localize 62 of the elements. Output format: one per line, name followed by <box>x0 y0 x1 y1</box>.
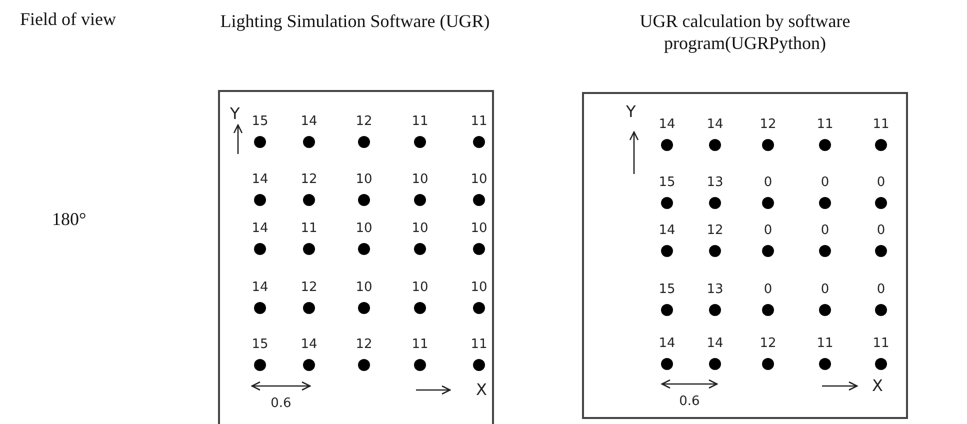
grid-value: 0 <box>764 175 772 190</box>
axis-label: Y <box>626 102 636 121</box>
grid-value: 14 <box>658 117 676 132</box>
grid-value: 10 <box>470 172 488 187</box>
grid-value: 0 <box>820 175 830 190</box>
grid-value: 14 <box>300 337 318 352</box>
grid-value: 14 <box>252 280 268 295</box>
grid-value: 11 <box>872 117 890 132</box>
grid-panel <box>218 90 494 424</box>
grid-value: 14 <box>706 117 724 132</box>
grid-value: 0 <box>820 223 830 238</box>
grid-value: 11 <box>470 337 488 352</box>
axis-label: X <box>476 380 487 399</box>
grid-value: 12 <box>356 114 372 129</box>
grid-value: 14 <box>658 223 676 238</box>
grid-value: 11 <box>816 117 834 132</box>
grid-panel <box>582 92 908 419</box>
grid-value: 14 <box>706 336 724 351</box>
grid-value: 10 <box>356 280 372 295</box>
grid-value: 11 <box>300 221 318 236</box>
grid-value: 12 <box>760 117 776 132</box>
grid-value: 13 <box>706 175 724 190</box>
grid-value: 0 <box>876 223 886 238</box>
grid-value: 10 <box>356 172 372 187</box>
dimension-value: 0.6 <box>679 394 700 409</box>
axis-label: X <box>872 376 883 395</box>
grid-value: 11 <box>816 336 834 351</box>
grid-value: 14 <box>658 336 676 351</box>
grid-value: 15 <box>252 337 268 352</box>
grid-value: 10 <box>412 280 428 295</box>
grid-value: 15 <box>658 175 676 190</box>
grid-value: 15 <box>658 282 676 297</box>
grid-value: 0 <box>764 223 772 238</box>
grid-value: 10 <box>470 280 488 295</box>
grid-value: 12 <box>356 337 372 352</box>
grid-value: 10 <box>470 221 488 236</box>
grid-value: 12 <box>760 336 776 351</box>
column-heading: Field of view <box>20 8 116 30</box>
grid-value: 10 <box>412 221 428 236</box>
dimension-value: 0.6 <box>270 396 292 411</box>
grid-value: 12 <box>300 172 318 187</box>
grid-value: 0 <box>876 282 886 297</box>
grid-value: 12 <box>706 223 724 238</box>
grid-value: 10 <box>412 172 428 187</box>
axis-label: Y <box>230 104 240 123</box>
panel-heading: Lighting Simulation Software (UGR) <box>205 10 505 32</box>
grid-value: 11 <box>412 337 428 352</box>
angle-value: 180° <box>52 208 86 230</box>
grid-value: 14 <box>252 172 268 187</box>
grid-value: 14 <box>300 114 318 129</box>
grid-value: 14 <box>252 221 268 236</box>
grid-value: 12 <box>300 280 318 295</box>
grid-value: 13 <box>706 282 724 297</box>
panel-heading: UGR calculation by software program(UGRPython) <box>575 10 915 54</box>
grid-value: 0 <box>820 282 830 297</box>
grid-value: 15 <box>252 114 268 129</box>
grid-value: 11 <box>872 336 890 351</box>
grid-value: 0 <box>876 175 886 190</box>
grid-value: 11 <box>412 114 428 129</box>
grid-value: 0 <box>764 282 772 297</box>
grid-value: 10 <box>356 221 372 236</box>
grid-value: 11 <box>470 114 488 129</box>
